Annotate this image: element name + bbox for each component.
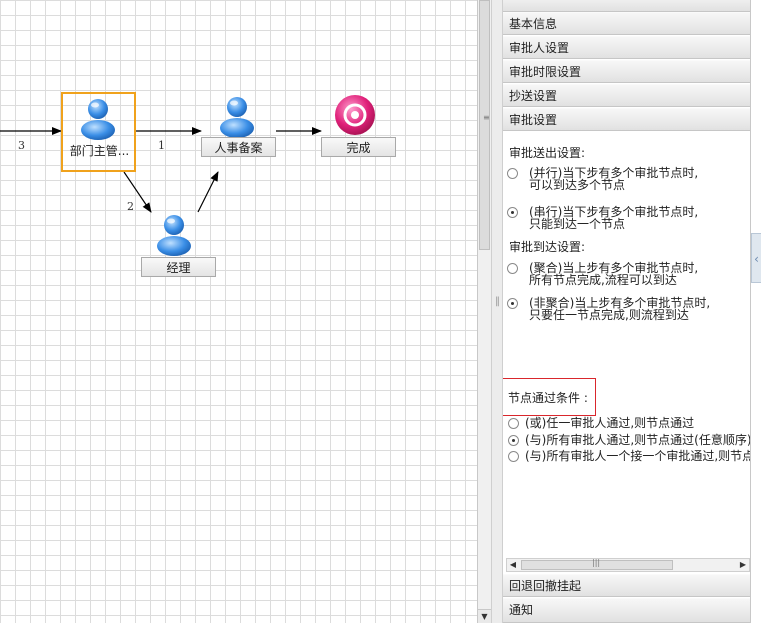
radio-text-line1: (聚合)当上步有多个审批节点时, [529, 261, 699, 275]
end-icon [335, 95, 375, 135]
tab-basic-info[interactable]: 基本信息 [503, 12, 750, 35]
scroll-thumb[interactable]: ||| [521, 558, 673, 570]
radio-text: (或)任一审批人通过,则节点通过 [525, 416, 695, 430]
tab-notify[interactable]: 通知 [503, 598, 750, 623]
tab-rollback-settings[interactable]: 回退回撤挂起 [503, 574, 750, 597]
radio-text-line2: 只要任一节点完成,则流程到达 [529, 308, 689, 322]
radio-button[interactable] [507, 168, 518, 179]
node-label: 完成 [321, 137, 396, 157]
pass-condition-title: 节点通过条件 : [503, 378, 596, 416]
radio-button[interactable] [507, 207, 518, 218]
radio-button[interactable] [508, 435, 519, 446]
scroll-thumb[interactable]: ≡ [479, 0, 490, 250]
scroll-down-icon[interactable]: ▼ [478, 609, 491, 623]
node-label: 人事备案 [201, 137, 276, 157]
radio-text: (与)所有审批人一个接一个审批通过,则节点通过 [525, 449, 750, 463]
radio-button[interactable] [507, 298, 518, 309]
radio-text-line2: 可以到达多个节点 [529, 178, 626, 192]
radio-text-line1: (串行)当下步有多个审批节点时, [529, 205, 699, 219]
flow-canvas[interactable]: 3 1 2 部门主管... 人事备案 [0, 0, 477, 623]
flow-edges [0, 127, 322, 213]
scroll-left-icon[interactable]: ◀ [509, 560, 517, 569]
user-icon [81, 99, 115, 140]
splitter-grip-icon: ‖ [495, 296, 500, 307]
grip-icon: ||| [592, 558, 601, 567]
tab-time-limit-settings[interactable]: 审批时限设置 [503, 60, 750, 83]
panel-top-strip [503, 0, 750, 12]
node-dept-manager[interactable]: 部门主管... [61, 92, 136, 172]
radio-text-line2: 只能到达一个节点 [529, 217, 626, 231]
tab-approval-settings[interactable]: 审批设置 [503, 108, 750, 131]
approval-settings-content: 审批送出设置: (并行)当下步有多个审批节点时, 可以到达多个节点 (串行)当下… [503, 132, 750, 573]
edge-label-dept-hr: 1 [158, 139, 165, 152]
radio-text-line2: 所有节点完成,流程可以到达 [529, 273, 677, 287]
node-label: 经理 [141, 257, 216, 277]
property-panel: 基本信息 审批人设置 审批时限设置 抄送设置 审批设置 审批送出设置: (并行)… [503, 0, 751, 623]
grip-icon: ≡ [483, 113, 490, 122]
radio-text-line1: (非聚合)当上步有多个审批节点时, [529, 296, 711, 310]
canvas-vertical-scrollbar[interactable]: ≡ ▼ [477, 0, 491, 623]
user-icon [220, 97, 254, 138]
node-label: 部门主管... [69, 144, 130, 158]
node-complete[interactable]: 完成 [321, 94, 396, 158]
send-settings-title: 审批送出设置: [509, 146, 586, 160]
radio-text-line1: (并行)当下步有多个审批节点时, [529, 166, 699, 180]
user-icon [157, 215, 191, 256]
tab-cc-settings[interactable]: 抄送设置 [503, 84, 750, 107]
panel-splitter[interactable]: ‖ [491, 0, 503, 623]
node-manager[interactable]: 经理 [141, 212, 216, 278]
radio-button[interactable] [508, 418, 519, 429]
edge-mgr-hr[interactable] [197, 171, 219, 213]
collapse-panel-icon[interactable]: ‹ [751, 233, 761, 283]
tab-approver-settings[interactable]: 审批人设置 [503, 36, 750, 59]
radio-button[interactable] [508, 451, 519, 462]
edge-label-start-dept: 3 [18, 139, 25, 152]
edge-label-dept-mgr: 2 [127, 200, 134, 213]
node-hr-record[interactable]: 人事备案 [201, 94, 276, 158]
content-horizontal-scrollbar[interactable]: ◀ ||| ▶ [506, 558, 750, 572]
radio-text: (与)所有审批人通过,则节点通过(任意顺序) [525, 433, 750, 447]
edge-dept-mgr[interactable] [123, 171, 152, 213]
arrive-settings-title: 审批到达设置: [509, 240, 586, 254]
scroll-right-icon[interactable]: ▶ [739, 560, 747, 569]
radio-button[interactable] [507, 263, 518, 274]
